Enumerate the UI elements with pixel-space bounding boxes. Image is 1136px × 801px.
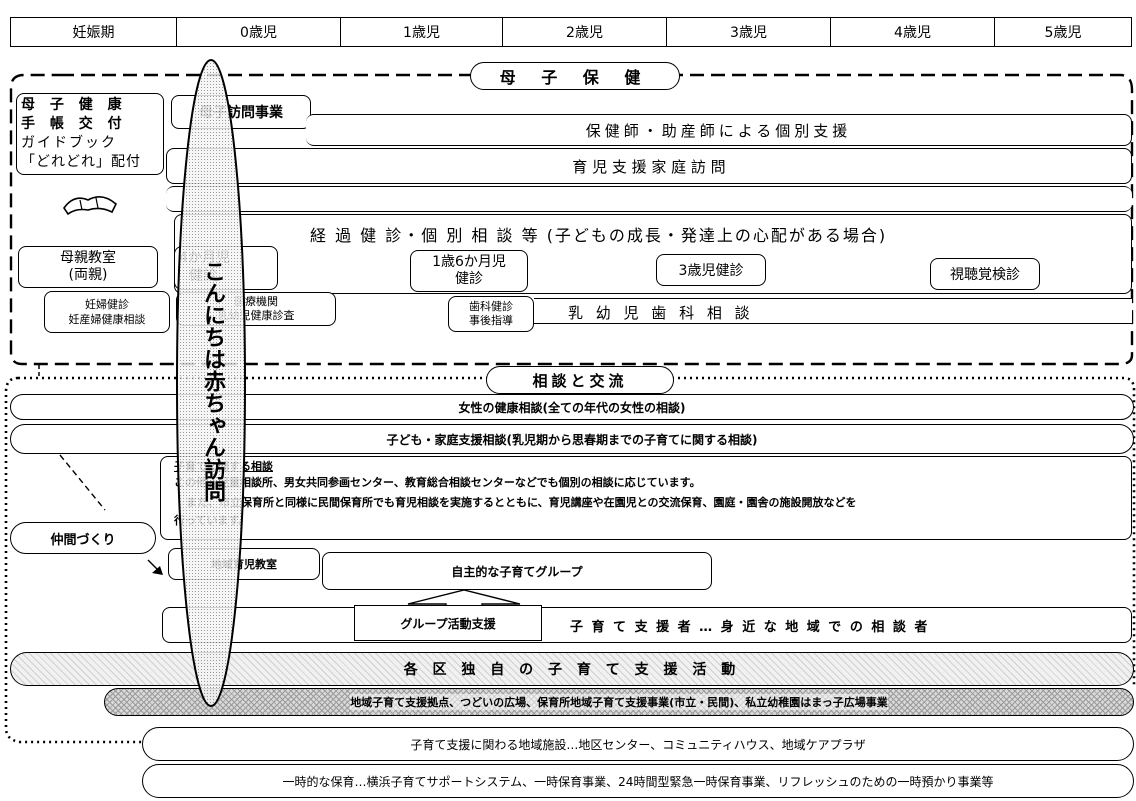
timeline-cell: 妊娠期 — [11, 18, 177, 46]
individual-support-bar: 保健師・助産師による個別支援 — [306, 114, 1132, 146]
check-4m-line: 4か月児 — [179, 250, 230, 266]
check-18m-box: 1歳6か月児 健診 — [410, 250, 528, 292]
handbook-box: 母 子 健 康 手 帳 交 付 ガイドブック 「どれどれ」配付 — [16, 93, 164, 175]
dental-checkup-line: 歯科健診 — [469, 300, 513, 313]
timeline-cell: 5歳児 — [1044, 25, 1082, 41]
women-health-bar: 女性の健康相談(全ての年代の女性の相談) — [10, 394, 1134, 420]
temp-care-bar: 一時的な保育…横浜子育てサポートシステム、一時保育事業、24時間型緊急一時保育事… — [142, 764, 1134, 798]
hubs-bar: 地域子育て支援拠点、つどいの広場、保育所地域子育て支援事業(市立・民間)、私立幼… — [104, 688, 1134, 716]
handbook-line: ガイドブック — [21, 135, 117, 151]
child-consult-box — [160, 456, 1132, 540]
child-consult-line: 行っています。 — [174, 514, 250, 527]
consult-title: 相談と交流 — [486, 366, 674, 394]
hubs-text: 地域子育て支援拠点、つどいの広場、保育所地域子育て支援事業(市立・民間)、私立幼… — [350, 694, 888, 710]
check-18m-line: 健診 — [455, 271, 483, 287]
vision-hearing-box: 視聴覚検診 — [930, 258, 1040, 290]
handbook-line: 母 子 健 康 — [21, 97, 127, 113]
group-support-box: グループ活動支援 — [354, 605, 542, 641]
local-class-box: 地域育児教室 — [168, 548, 320, 580]
parents-class-line: 母親教室 — [60, 250, 116, 266]
timeline-cell: 4歳児 — [831, 18, 995, 46]
check-3y-box: 3歳児健診 — [656, 254, 766, 286]
hello-baby-label: こんにちは赤ちゃん訪問 — [200, 260, 225, 502]
timeline-cell: 2歳児 — [503, 18, 667, 46]
check-4m-box: 4か月児 健診 — [174, 246, 278, 290]
check-4m-line: 健診 — [189, 268, 217, 284]
parents-class-box: 母親教室 (両親) — [18, 246, 158, 288]
child-family-bar: 子ども・家庭支援相談(乳児期から思春期までの子育てに関する相談) — [10, 424, 1134, 454]
handbook-illustration — [63, 196, 117, 216]
blank-bar — [166, 186, 1132, 212]
timeline-cell: 1歳児 — [341, 18, 503, 46]
handbook-line: 「どれどれ」配付 — [21, 154, 141, 170]
pregnancy-checkup-line: 妊婦健診 — [85, 298, 129, 311]
parents-class-line: (両親) — [68, 267, 108, 283]
timeline-header: 妊娠期 0歳児 1歳児 2歳児 3歳児 4歳児 5歳児 — [10, 17, 1132, 47]
child-consult-line: この他、児童相談所、男女共同参画センター、教育総合相談センターなどでも個別の相談… — [174, 476, 701, 489]
supporters-text: 子 育 て 支 援 者 … 身 近 な 地 域 で の 相 談 者 — [570, 620, 930, 635]
check-18m-line: 1歳6か月児 — [432, 254, 506, 270]
timeline-cell: 3歳児 — [667, 18, 831, 46]
pregnancy-checkup-box: 妊婦健診 妊産婦健康相談 — [44, 291, 170, 333]
ward-activities-bar: 各 区 独 自 の 子 育 て 支 援 活 動 — [10, 652, 1134, 686]
facilities-bar: 子育て支援に関わる地域施設…地区センター、コミュニティハウス、地域ケアプラザ — [142, 727, 1134, 761]
family-visit-bar: 育 児 支 援 家 庭 訪 問 — [166, 148, 1132, 184]
pregnancy-checkup-line: 妊産婦健康相談 — [68, 313, 146, 326]
child-consult-line: また、市立保育所と同様に民間保育所でも育児相談を実施するとともに、育児講座や在園… — [186, 496, 857, 509]
maternal-title: 母 子 保 健 — [470, 62, 680, 90]
dental-consult-text: 乳 幼 児 歯 科 相 談 — [568, 304, 754, 322]
dental-consult-bar — [534, 298, 1132, 324]
timeline-cell: 0歳児 — [177, 18, 341, 46]
peer-box: 仲間づくり — [10, 522, 156, 554]
medical-inst-line: 医療機関 — [234, 295, 278, 308]
supporters-bar — [162, 607, 1132, 643]
medical-inst-line: 乳幼児健康診査 — [217, 309, 295, 322]
dental-checkup-box: 歯科健診 事後指導 — [448, 296, 534, 332]
self-groups-box: 自主的な子育てグループ — [322, 552, 712, 590]
dental-checkup-line: 事後指導 — [469, 314, 513, 327]
handbook-line: 手 帳 交 付 — [21, 116, 127, 132]
followup-text: 経 過 健 診・個 別 相 談 等 (子どもの成長・発達上の心配がある場合) — [310, 226, 888, 245]
home-visit-box: 母子訪問事業 — [171, 95, 311, 129]
